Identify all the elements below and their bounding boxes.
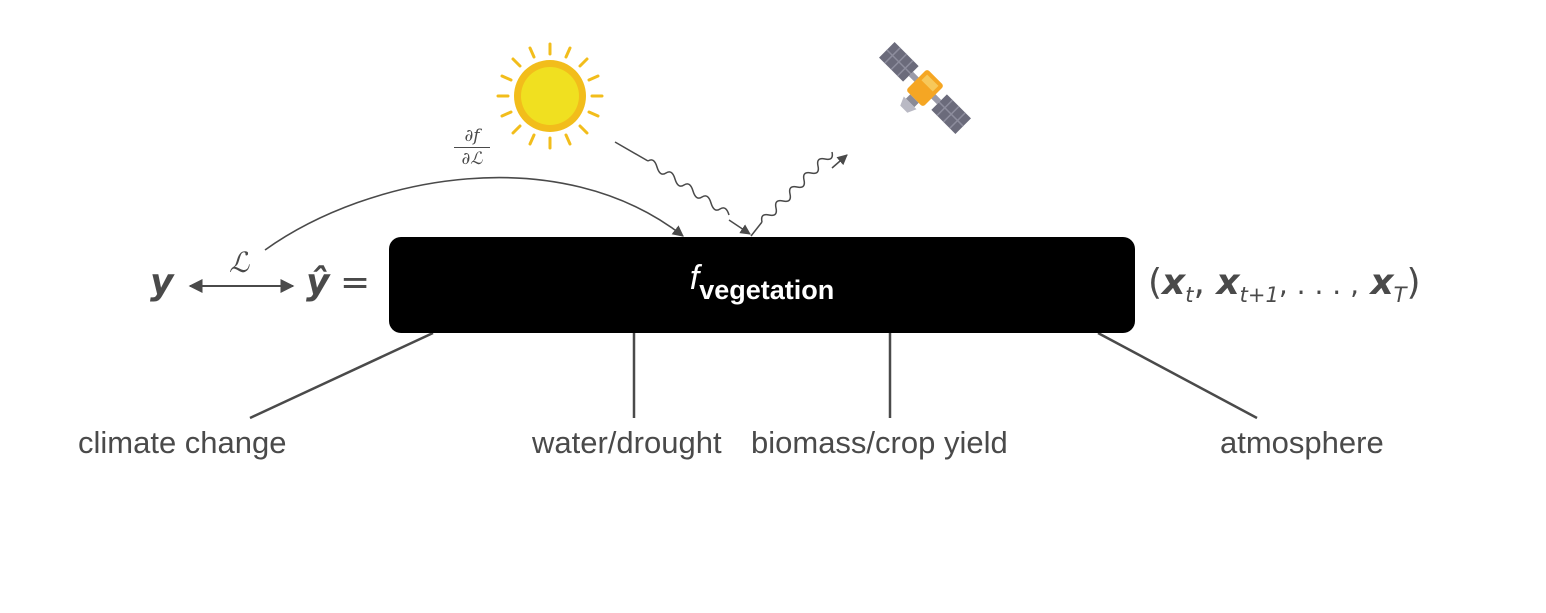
input-x-t-sub: t <box>1185 283 1194 308</box>
input-x-t1: x <box>1216 262 1240 303</box>
prediction-y-hat: ŷ <box>306 262 330 303</box>
incoming-radiation <box>614 141 751 235</box>
gradient-denominator: ∂ℒ <box>461 149 483 169</box>
input-x-T-sub: T <box>1393 283 1407 308</box>
gradient-arrow <box>264 176 684 251</box>
close-paren: ) <box>1406 262 1421 303</box>
input-x-t1-sub: t+1 <box>1239 283 1279 308</box>
equals-sign: = <box>340 262 371 303</box>
function-subscript: vegetation <box>699 275 835 305</box>
satellite-icon <box>879 42 971 134</box>
input-x-t: x <box>1162 262 1186 303</box>
sun-icon <box>496 42 604 150</box>
comma: , <box>1193 262 1205 303</box>
ellipsis: , . . . , <box>1278 268 1359 301</box>
fraction-bar <box>454 147 490 148</box>
model-label: fvegetation <box>389 259 1135 305</box>
input-sequence: (xt, xt+1, . . . , xT) <box>1148 262 1421 307</box>
vegetation-model-box: fvegetation <box>389 237 1135 333</box>
label-biomass-crop-yield: biomass/crop yield <box>751 425 1008 460</box>
atmosphere-line <box>1097 331 1258 420</box>
loss-symbol: ℒ <box>229 246 250 279</box>
label-atmosphere: atmosphere <box>1220 425 1384 460</box>
function-symbol: f <box>689 259 700 297</box>
reflected-radiation <box>750 151 848 237</box>
climate-line <box>249 331 434 420</box>
open-paren: ( <box>1148 262 1163 303</box>
gradient-fraction: ∂f ∂ℒ <box>452 126 492 169</box>
input-x-T: x <box>1370 262 1394 303</box>
target-y: y <box>150 262 174 303</box>
label-water-drought: water/drought <box>532 425 722 460</box>
label-climate-change: climate change <box>78 425 287 460</box>
gradient-numerator: ∂f <box>464 126 480 146</box>
